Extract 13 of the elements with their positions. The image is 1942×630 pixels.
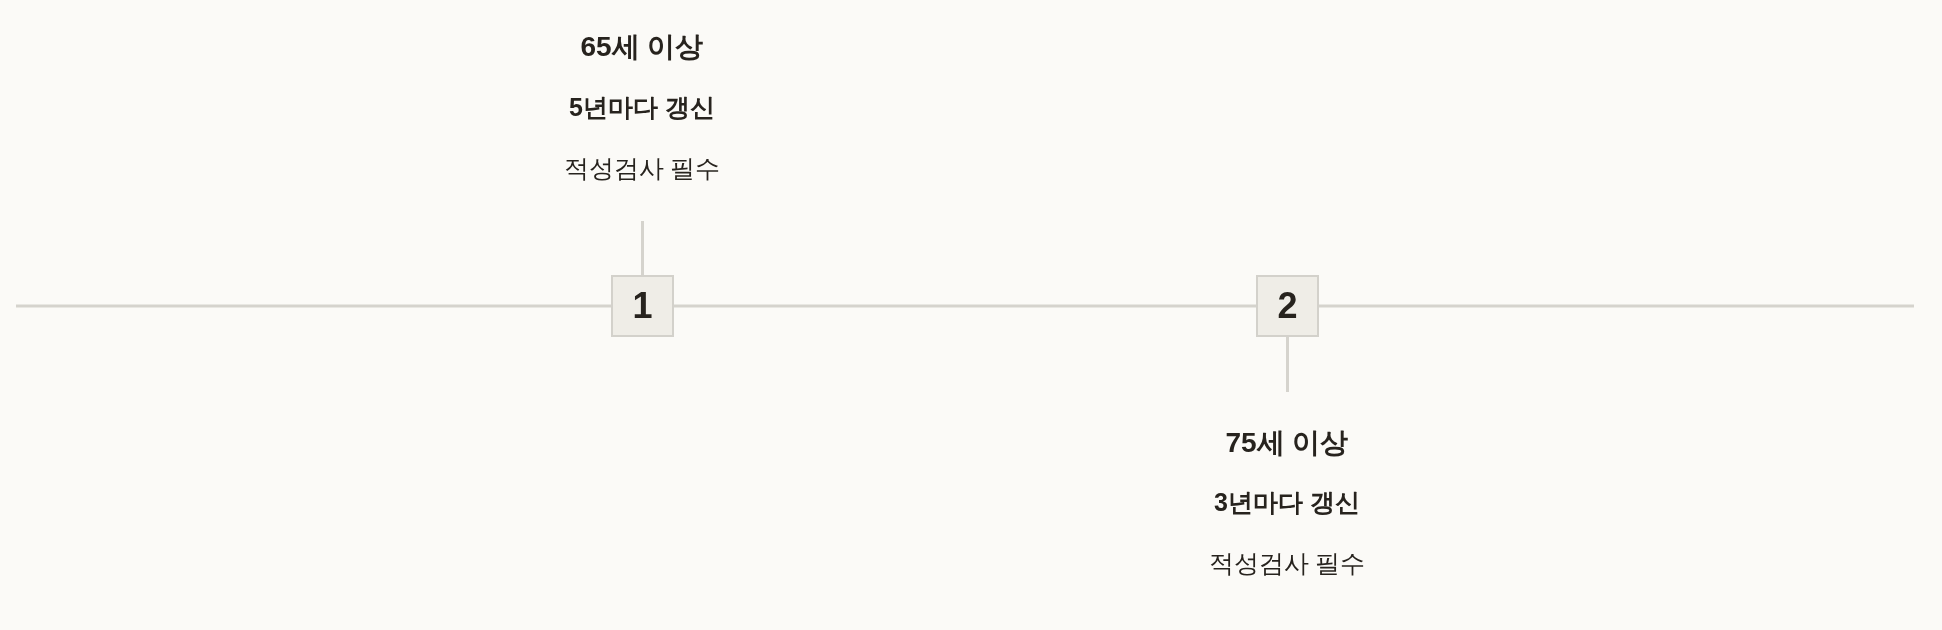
connector-line — [1286, 337, 1289, 392]
heading-text: 65세 이상 — [580, 30, 704, 64]
subheading-text: 3년마다 갱신 — [1214, 487, 1360, 517]
connector-line — [641, 221, 644, 275]
subheading-text: 5년마다 갱신 — [569, 92, 715, 122]
connector-line — [1319, 304, 1914, 308]
note-text: 적성검사 필수 — [1208, 548, 1366, 578]
number-box: 2 — [1256, 275, 1319, 337]
connector-line — [674, 304, 1256, 308]
connector-line — [16, 304, 611, 308]
note-text: 적성검사 필수 — [563, 153, 721, 183]
heading-text: 75세 이상 — [1225, 426, 1349, 460]
number-box: 1 — [611, 275, 674, 337]
